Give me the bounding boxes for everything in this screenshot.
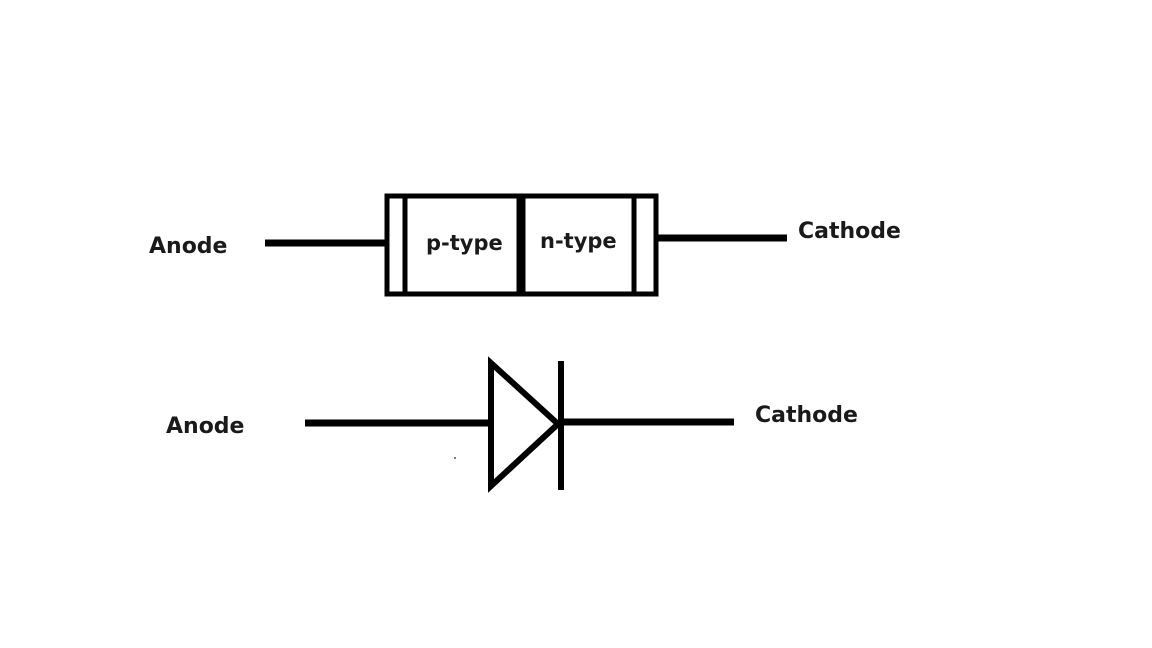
diode-body-outline [384, 193, 659, 297]
symbol-cathode-label: Cathode [755, 403, 858, 428]
physical-anode-label: Anode [149, 234, 228, 259]
diode-symbol-triangle [488, 356, 563, 493]
symbol-anode-label: Anode [166, 414, 245, 439]
physical-cathode-label: Cathode [798, 219, 901, 244]
p-type-region-label: p-type [426, 231, 503, 255]
n-type-region-label: n-type [540, 229, 617, 253]
stray-dot [454, 457, 456, 459]
